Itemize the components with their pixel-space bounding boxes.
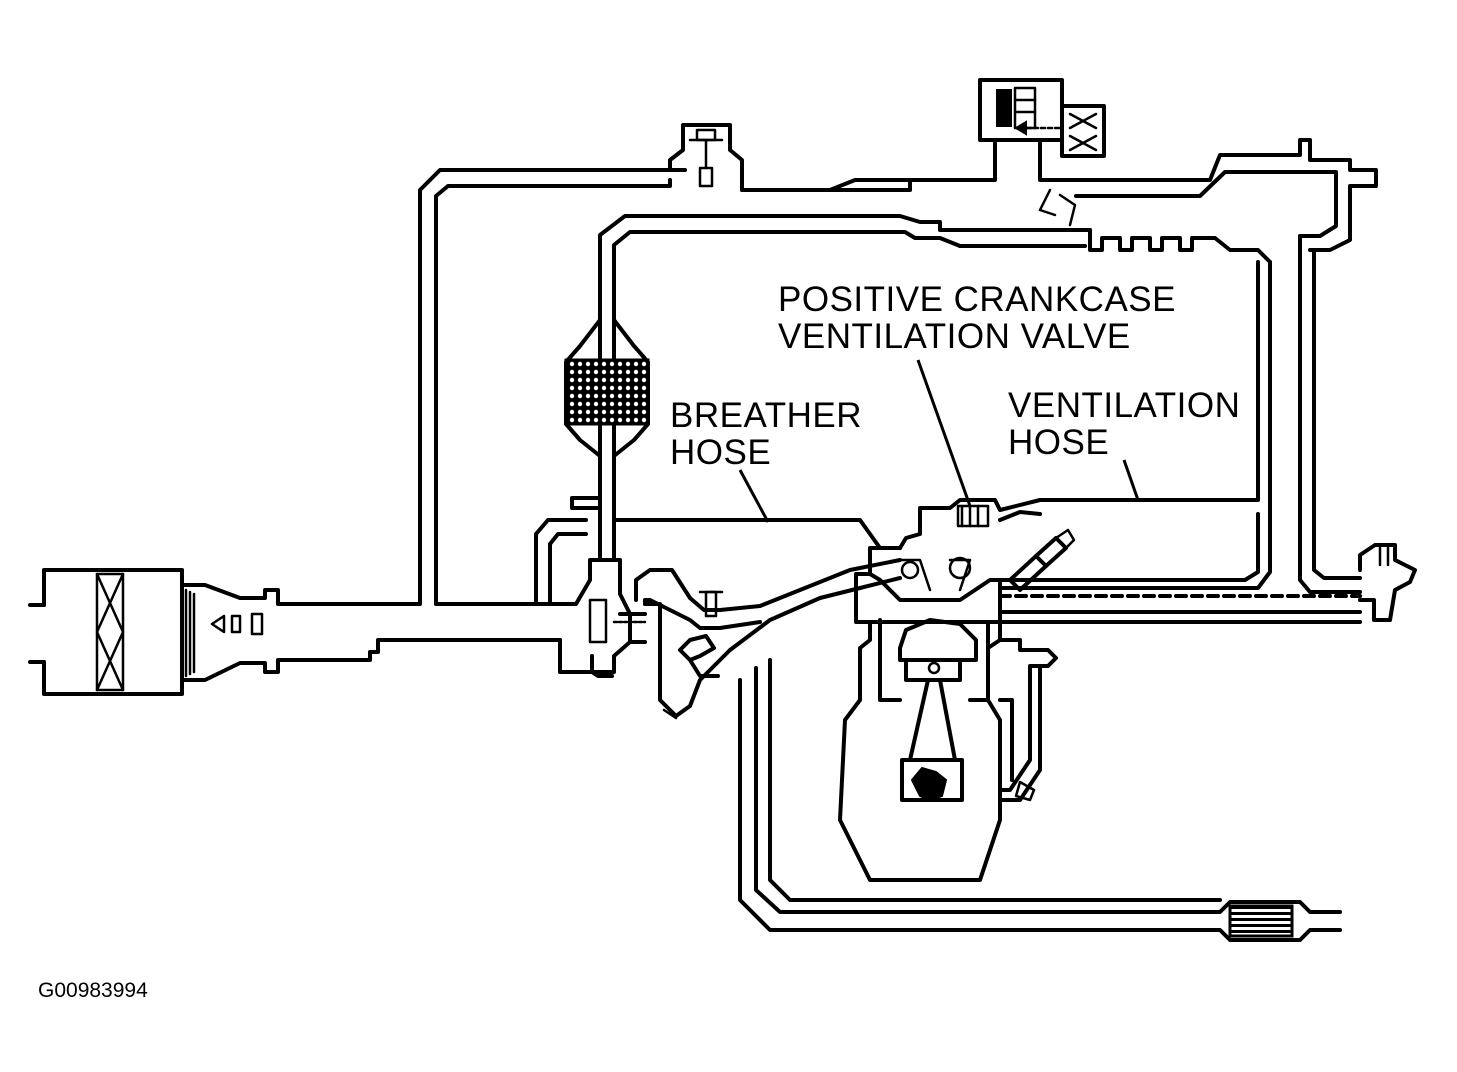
right-hose-loops bbox=[998, 234, 1362, 594]
intake-manifold-pipe bbox=[598, 138, 1378, 562]
ventilation-hose-label-line2: HOSE bbox=[1008, 423, 1110, 462]
fuel-injector bbox=[1008, 528, 1076, 592]
air-cleaner bbox=[28, 568, 362, 696]
throttle-body bbox=[558, 558, 647, 678]
ventilation-hose-label: VENTILATION HOSE bbox=[1008, 387, 1240, 461]
ventilation-hose-label-line1: VENTILATION bbox=[1008, 386, 1241, 425]
breather-hose-label-line2: HOSE bbox=[670, 433, 772, 472]
pcv-valve-label: POSITIVE CRANKCASE VENTILATION VALVE bbox=[778, 281, 1176, 355]
intake-duct bbox=[358, 168, 687, 662]
breather-hose-label: BREATHER HOSE bbox=[670, 397, 862, 471]
breather-filter bbox=[564, 318, 650, 510]
ventilation-hose-leader bbox=[1122, 459, 1140, 501]
figure-code: G00983994 bbox=[38, 979, 148, 1002]
purge-solenoid bbox=[828, 78, 1106, 227]
pcv-valve-label-line1: POSITIVE CRANKCASE bbox=[778, 280, 1176, 319]
head-passage bbox=[868, 594, 1362, 624]
right-sensor bbox=[1358, 543, 1417, 622]
engine bbox=[838, 498, 1058, 882]
exhaust-system bbox=[738, 658, 1342, 942]
pcv-valve-leader bbox=[916, 359, 972, 507]
pcv-valve-label-line2: VENTILATION VALVE bbox=[778, 317, 1131, 356]
breather-hose-label-line1: BREATHER bbox=[670, 396, 862, 435]
idle-air-valve bbox=[668, 123, 912, 192]
vacuum-hose-loop bbox=[634, 558, 902, 720]
breather-hose-leader bbox=[738, 469, 770, 523]
